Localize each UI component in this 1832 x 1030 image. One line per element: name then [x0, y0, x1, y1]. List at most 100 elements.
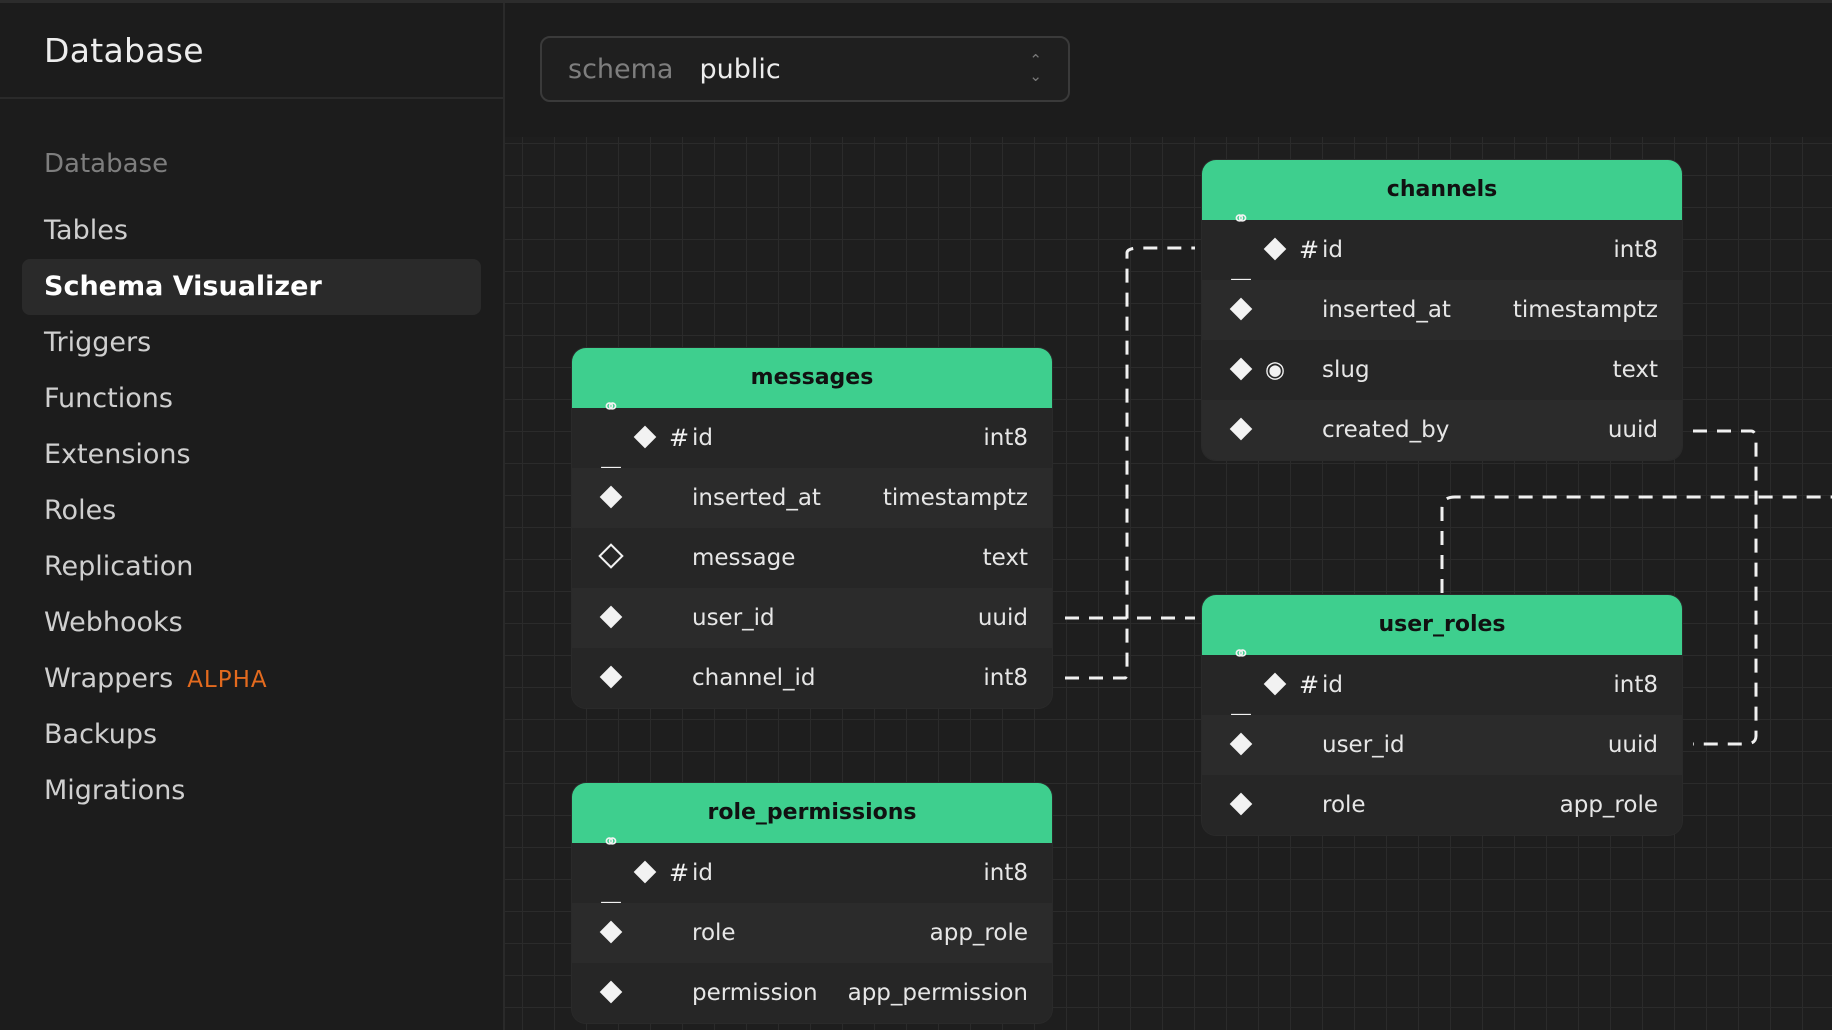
column-type: int8 — [983, 665, 1028, 691]
sidebar-item-migrations[interactable]: Migrations — [22, 763, 481, 819]
sidebar-item-label: Schema Visualizer — [44, 271, 322, 302]
diamond-icon — [628, 408, 662, 468]
column-name: id — [1322, 237, 1343, 263]
column-type: app_role — [929, 920, 1028, 946]
sidebar-item-label: Migrations — [44, 775, 186, 806]
hash-icon: # — [1298, 236, 1320, 264]
table-row[interactable]: channel_id int8 — [572, 648, 1052, 708]
column-type: timestamptz — [1512, 297, 1658, 323]
schema-canvas-area: schema public ⌃⌄ channels ⚭—# id int8 — [505, 3, 1832, 1030]
relation-messages-channel-id — [1065, 246, 1195, 680]
table-row[interactable]: role app_role — [1202, 775, 1682, 835]
table-row[interactable]: ⚭—# id int8 — [572, 395, 1052, 480]
table-row[interactable]: message text — [572, 528, 1052, 588]
table-row[interactable]: permission app_permission — [572, 963, 1052, 1023]
table-header: channels — [1202, 160, 1682, 220]
column-name: created_by — [1322, 417, 1450, 443]
table-row[interactable]: user_id uuid — [1202, 715, 1682, 775]
column-name: user_id — [1322, 732, 1405, 758]
diamond-icon — [1224, 340, 1258, 400]
diamond-icon — [1224, 775, 1258, 835]
column-type: text — [982, 545, 1028, 571]
column-type: int8 — [1613, 672, 1658, 698]
sidebar-item-backups[interactable]: Backups — [22, 707, 481, 763]
sidebar: Database Database Tables Schema Visualiz… — [0, 3, 505, 1030]
sidebar-item-roles[interactable]: Roles — [22, 483, 481, 539]
diamond-icon — [1258, 220, 1292, 280]
sidebar-item-label: Replication — [44, 551, 194, 582]
sidebar-item-label: Functions — [44, 383, 173, 414]
hollow-diamond-icon — [594, 528, 628, 588]
column-name: role — [692, 920, 736, 946]
schema-selector[interactable]: schema public ⌃⌄ — [540, 36, 1070, 102]
sidebar-section-label: Database — [44, 149, 169, 179]
sidebar-item-label: Triggers — [44, 327, 152, 358]
hash-icon: # — [668, 859, 690, 887]
table-row[interactable]: ⚭—# id int8 — [1202, 642, 1682, 727]
schema-selector-value: public — [699, 53, 781, 85]
sidebar-item-webhooks[interactable]: Webhooks — [22, 595, 481, 651]
column-type: uuid — [977, 605, 1028, 631]
table-row[interactable]: ⚭—# id int8 — [572, 830, 1052, 915]
diamond-icon — [594, 648, 628, 708]
diamond-icon — [1224, 400, 1258, 460]
table-row[interactable]: created_by uuid — [1202, 400, 1682, 460]
sidebar-title: Database — [0, 3, 503, 99]
table-messages[interactable]: messages ⚭—# id int8 inserted_at timesta… — [572, 348, 1052, 708]
column-name: id — [692, 860, 713, 886]
alpha-badge: ALPHA — [187, 667, 268, 693]
sidebar-item-label: Tables — [44, 215, 128, 246]
column-name: id — [692, 425, 713, 451]
sidebar-item-label: Wrappers — [44, 663, 174, 694]
sidebar-item-extensions[interactable]: Extensions — [22, 427, 481, 483]
column-type: timestamptz — [882, 485, 1028, 511]
sidebar-nav: Tables Schema Visualizer Triggers Functi… — [0, 203, 503, 819]
table-user-roles[interactable]: user_roles ⚭—# id int8 user_id uuid role… — [1202, 595, 1682, 835]
hash-icon: # — [1298, 671, 1320, 699]
column-type: app_permission — [847, 980, 1028, 1006]
sidebar-item-label: Roles — [44, 495, 117, 526]
sidebar-item-label: Extensions — [44, 439, 191, 470]
relation-user-roles — [1440, 495, 1832, 593]
table-header: user_roles — [1202, 595, 1682, 655]
column-type: int8 — [983, 425, 1028, 451]
diamond-icon — [594, 903, 628, 963]
table-header: role_permissions — [572, 783, 1052, 843]
diamond-icon — [1224, 715, 1258, 775]
table-row[interactable]: ◉ slug text — [1202, 340, 1682, 400]
column-name: slug — [1322, 357, 1370, 383]
sidebar-item-triggers[interactable]: Triggers — [22, 315, 481, 371]
table-row[interactable]: user_id uuid — [572, 588, 1052, 648]
fingerprint-icon: ◉ — [1264, 357, 1286, 383]
column-name: channel_id — [692, 665, 816, 691]
table-channels[interactable]: channels ⚭—# id int8 inserted_at timesta… — [1202, 160, 1682, 460]
table-row[interactable]: inserted_at timestamptz — [572, 468, 1052, 528]
column-type: uuid — [1607, 732, 1658, 758]
schema-selector-label: schema — [568, 53, 674, 85]
sidebar-item-replication[interactable]: Replication — [22, 539, 481, 595]
column-name: inserted_at — [692, 485, 821, 511]
sidebar-item-functions[interactable]: Functions — [22, 371, 481, 427]
table-row[interactable]: inserted_at timestamptz — [1202, 280, 1682, 340]
top-border — [0, 0, 1832, 3]
column-name: permission — [692, 980, 818, 1006]
sidebar-item-wrappers[interactable]: Wrappers ALPHA — [22, 651, 481, 707]
sidebar-item-tables[interactable]: Tables — [22, 203, 481, 259]
diamond-icon — [628, 843, 662, 903]
table-role-permissions[interactable]: role_permissions ⚭—# id int8 role app_ro… — [572, 783, 1052, 1023]
table-row[interactable]: ⚭—# id int8 — [1202, 207, 1682, 292]
table-row[interactable]: role app_role — [572, 903, 1052, 963]
hash-icon: # — [668, 424, 690, 452]
diamond-icon — [594, 963, 628, 1023]
sidebar-item-label: Backups — [44, 719, 158, 750]
sidebar-item-schema-visualizer[interactable]: Schema Visualizer — [22, 259, 481, 315]
table-header: messages — [572, 348, 1052, 408]
column-type: text — [1612, 357, 1658, 383]
relation-channels-created-by — [1693, 429, 1758, 746]
chevron-up-down-icon: ⌃⌄ — [1029, 51, 1042, 85]
diamond-icon — [1224, 280, 1258, 340]
column-type: app_role — [1559, 792, 1658, 818]
diamond-icon — [1258, 655, 1292, 715]
diamond-icon — [594, 468, 628, 528]
column-name: message — [692, 545, 796, 571]
